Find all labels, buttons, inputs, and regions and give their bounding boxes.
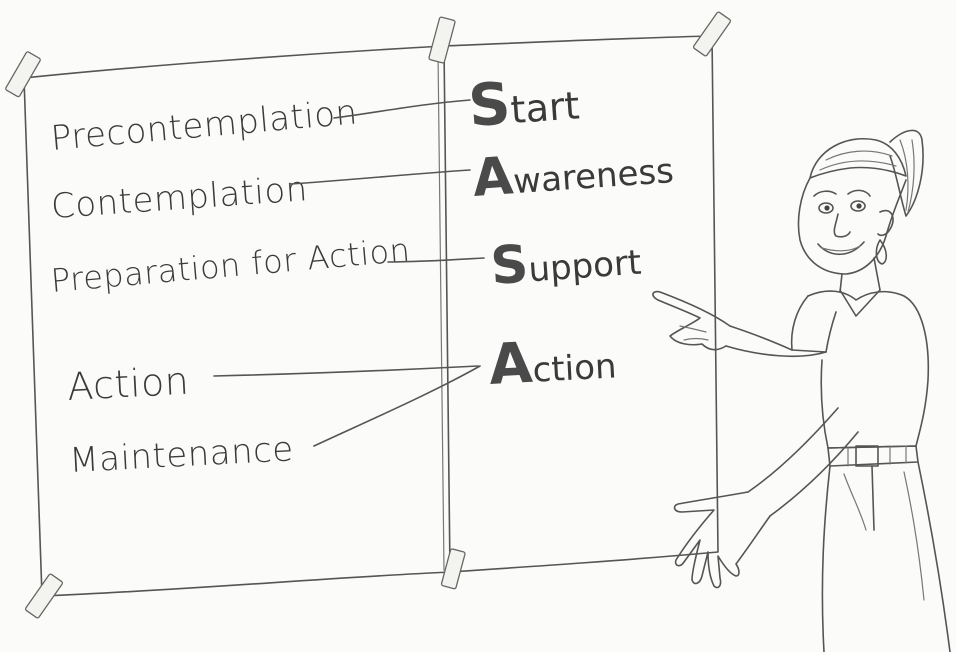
earring — [875, 239, 888, 265]
rest-support: upport — [527, 243, 642, 291]
pointing-arm — [725, 325, 827, 358]
left-eye — [818, 202, 834, 214]
belt — [827, 445, 919, 467]
pointing-hand — [652, 290, 731, 351]
label-contemplation: Contemplation — [50, 169, 309, 227]
label-preparation-for-action: Preparation for Action — [49, 231, 411, 300]
belt-buckle — [855, 445, 879, 467]
label-maintenance: Maintenance — [68, 429, 294, 481]
ponytail — [889, 129, 924, 217]
line-maintenance-action — [313, 365, 481, 447]
right-sheet — [443, 35, 719, 573]
tape-top-left — [5, 51, 41, 98]
rest-start: tart — [509, 83, 581, 132]
rest-action: ction — [532, 346, 618, 390]
right-eye — [850, 200, 866, 212]
presenter-figure — [652, 129, 951, 652]
jeans — [821, 461, 951, 652]
left-sheet — [23, 45, 451, 597]
initial-a: A — [471, 146, 515, 209]
tape-bottom-middle — [440, 548, 466, 590]
acronym-action: Action — [487, 326, 617, 398]
right-column-acronym: Start Awareness Support Action — [466, 64, 676, 398]
tape-top-middle — [428, 16, 456, 64]
initial-s: S — [489, 235, 531, 297]
line-precontemplation-start — [333, 99, 471, 119]
line-action-action — [213, 365, 479, 377]
flipchart — [5, 11, 732, 619]
initial-s: S — [466, 69, 512, 140]
line-preparation-support — [387, 257, 485, 263]
shirt — [807, 290, 930, 449]
lower-arm — [747, 407, 859, 517]
face — [797, 177, 907, 275]
label-precontemplation: Precontemplation — [49, 92, 359, 159]
acronym-support: Support — [489, 227, 643, 297]
ear — [877, 209, 894, 237]
nose — [833, 213, 851, 238]
line-contemplation-awareness — [289, 169, 471, 185]
open-hand — [673, 491, 771, 589]
tape-top-right — [692, 11, 732, 57]
initial-a: A — [487, 331, 534, 398]
sheet-seam — [437, 51, 445, 571]
rest-awareness: wareness — [512, 151, 675, 202]
left-column-labels: Precontemplation Contemplation Preparati… — [49, 92, 411, 481]
tape-bottom-left — [24, 573, 64, 619]
acronym-awareness: Awareness — [471, 135, 676, 209]
label-action: Action — [66, 359, 190, 409]
hair — [809, 138, 907, 179]
acronym-start: Start — [466, 64, 581, 140]
connector-lines — [213, 99, 485, 447]
